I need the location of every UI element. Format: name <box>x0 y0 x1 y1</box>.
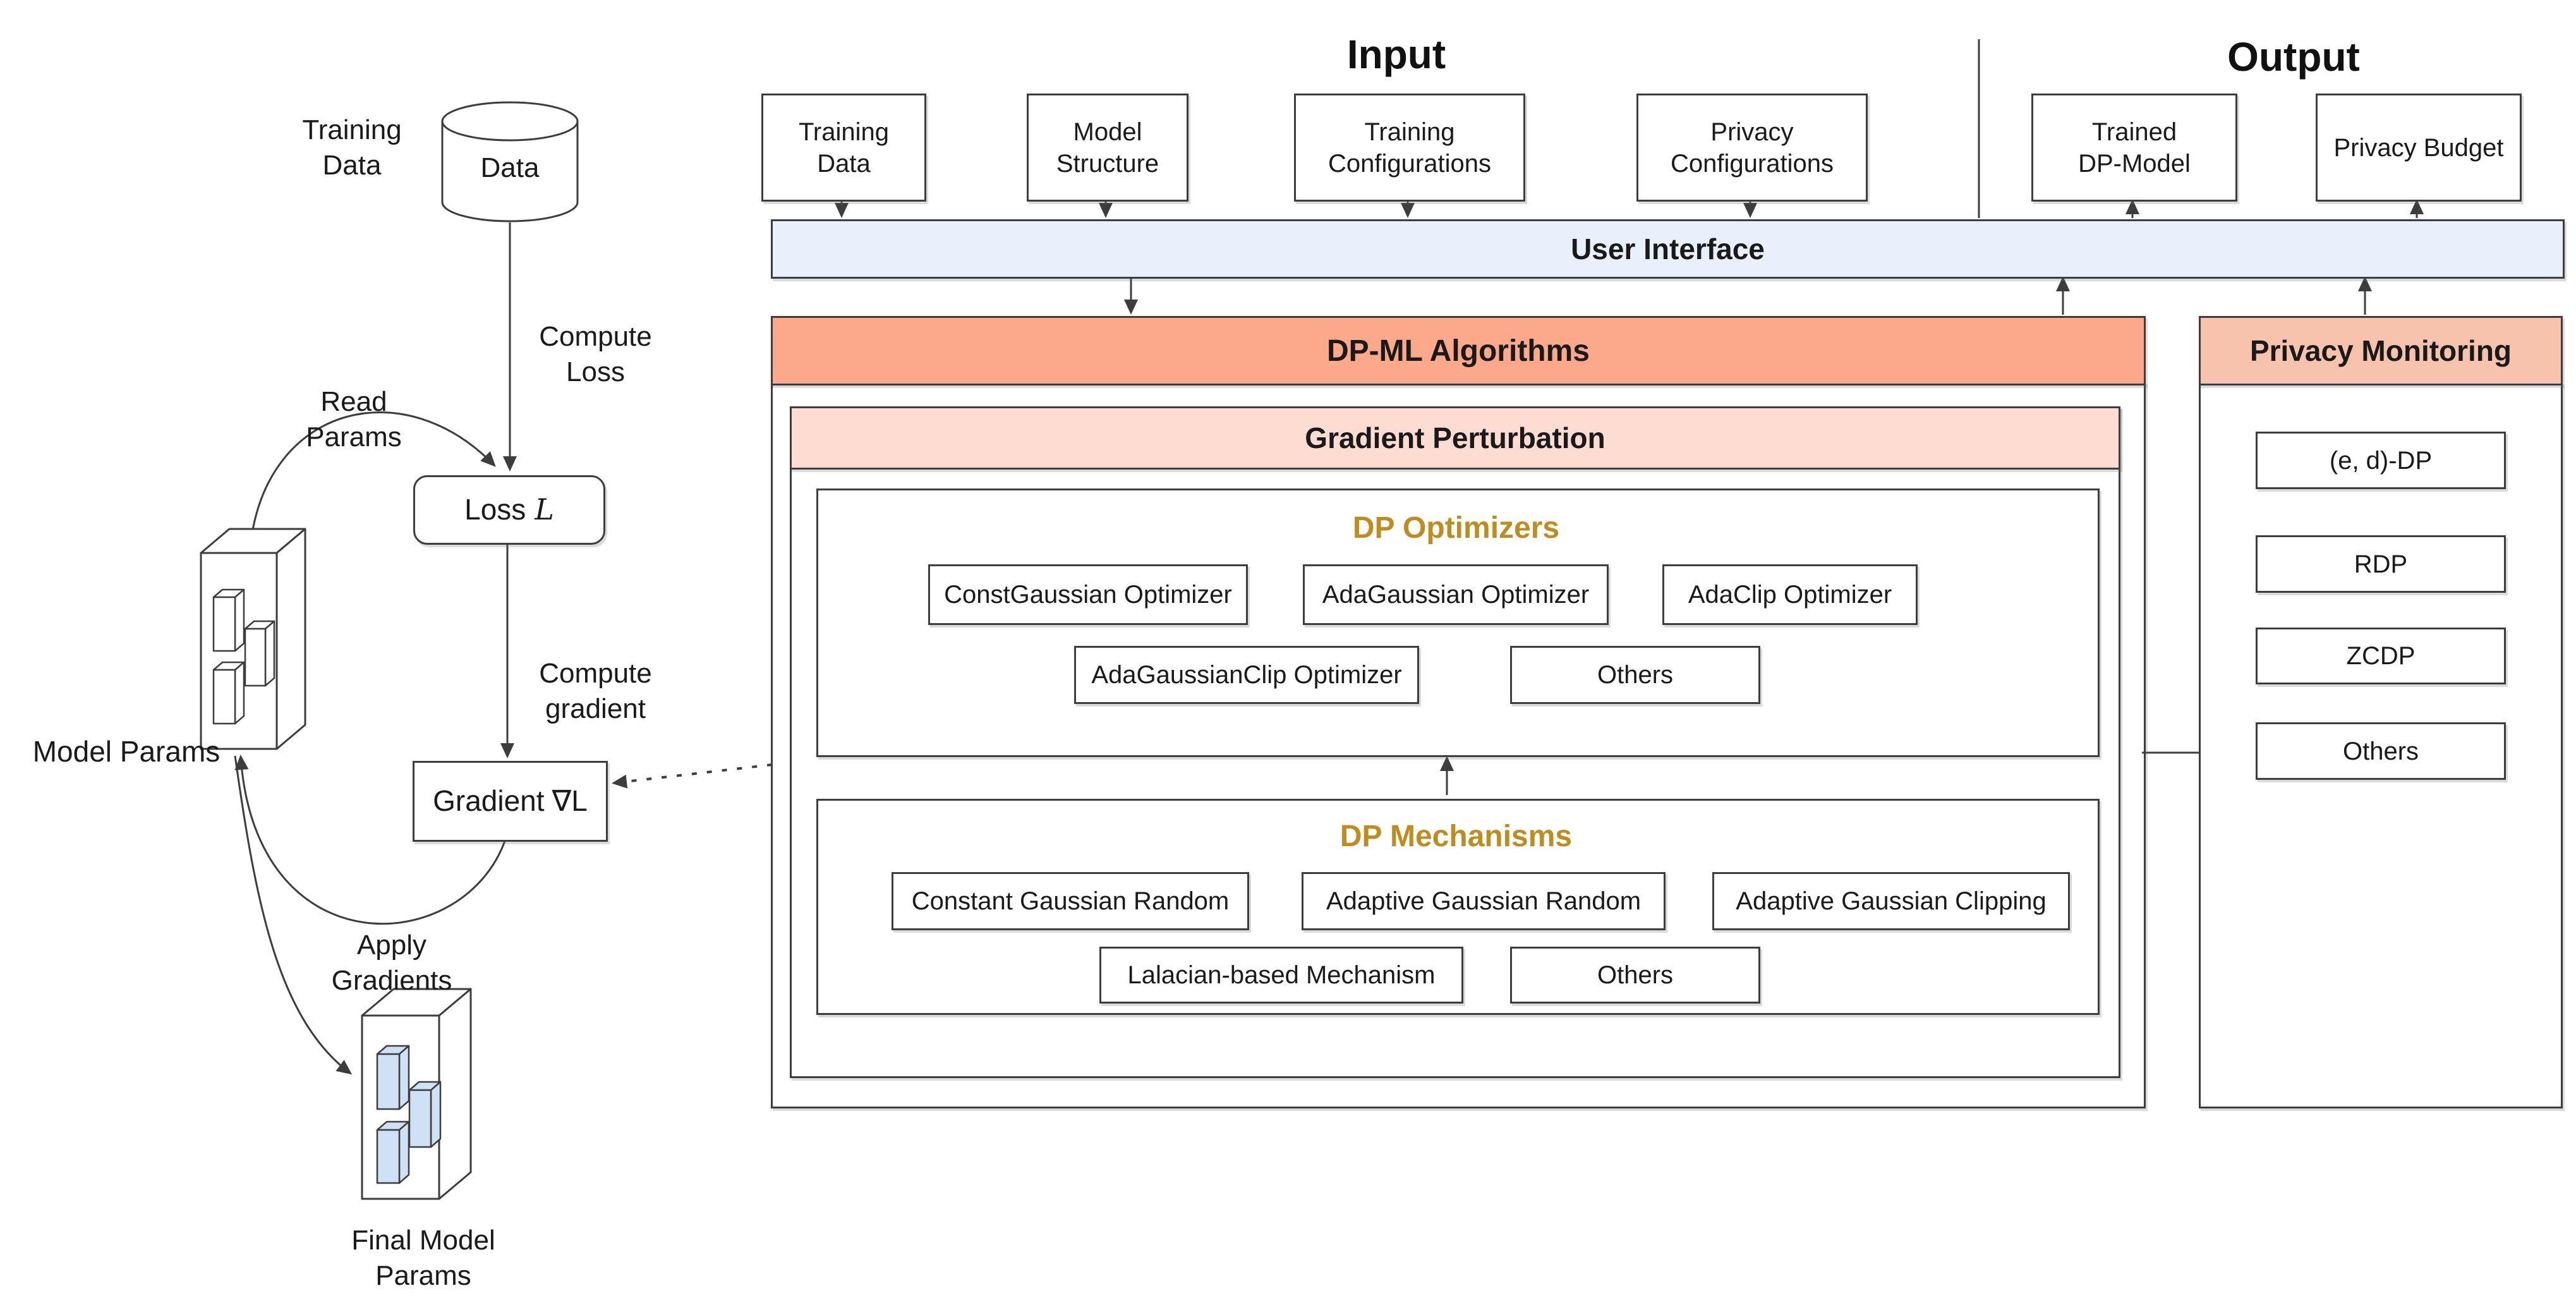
optimizer-adaclip: AdaClip Optimizer <box>1662 564 1918 625</box>
arrow-apply-gradients <box>234 755 507 925</box>
data-cylinder-icon <box>441 101 579 222</box>
dp-mechanisms-title: DP Mechanisms <box>1339 820 1573 853</box>
input-box-training-configurations: Training Configurations <box>1294 94 1525 202</box>
read-params-label: Read Params <box>306 386 402 452</box>
privacy-item-zcdp: ZCDP <box>2256 628 2506 684</box>
input-heading: Input <box>1346 32 1446 77</box>
privacy-item-ed-dp: (e, d)-DP <box>2256 432 2506 489</box>
input-box-model-structure: Model Structure <box>1027 94 1188 202</box>
final-model-params-icon <box>361 988 472 1200</box>
gradient-perturbation-title: Gradient Perturbation <box>1305 422 1605 454</box>
loss-symbol: L <box>535 492 554 527</box>
gradient-symbol: ∇L <box>552 784 588 818</box>
input-box-privacy-configurations: Privacy Configurations <box>1636 94 1868 202</box>
output-box-privacy-budget: Privacy Budget <box>2316 94 2522 202</box>
mechanism-lalacian: Lalacian-based Mechanism <box>1099 947 1463 1004</box>
gradient-label: Gradient <box>433 784 545 818</box>
dp-optimizers-group <box>816 489 2100 757</box>
gradient-node: Gradient ∇L <box>413 761 608 842</box>
privacy-monitoring-header: Privacy Monitoring <box>2199 316 2563 385</box>
apply-gradients-label: Apply Gradients <box>331 930 452 996</box>
user-interface-bar: User Interface <box>771 219 2565 279</box>
privacy-item-rdp: RDP <box>2256 535 2506 593</box>
mechanism-adaptive-gaussian: Adaptive Gaussian Random <box>1302 872 1666 930</box>
dp-optimizers-title: DP Optimizers <box>1352 511 1560 545</box>
mechanism-constant-gaussian: Constant Gaussian Random <box>892 872 1249 930</box>
training-data-label: Training Data <box>302 114 402 181</box>
optimizer-others: Others <box>1510 646 1760 704</box>
arrow-perturbation-to-gradient <box>612 763 773 789</box>
gradient-perturbation-header: Gradient Perturbation <box>790 406 2120 470</box>
mechanism-adaptive-clipping: Adaptive Gaussian Clipping <box>1712 872 2070 930</box>
data-store-label: Data <box>480 152 540 183</box>
arrow-to-final-params <box>234 755 353 1075</box>
loss-node: Loss L <box>413 475 605 545</box>
compute-gradient-label: Compute gradient <box>539 658 652 724</box>
model-params-icon <box>200 528 306 750</box>
dp-mechanisms-group <box>816 799 2100 1015</box>
privacy-item-others: Others <box>2256 722 2506 780</box>
privacy-monitoring-title: Privacy Monitoring <box>2249 334 2512 367</box>
optimizer-constgaussian: ConstGaussian Optimizer <box>928 564 1248 625</box>
dpml-algorithms-header: DP-ML Algorithms <box>771 316 2146 385</box>
compute-loss-label: Compute Loss <box>539 321 652 387</box>
optimizer-adagaussian: AdaGaussian Optimizer <box>1303 564 1609 625</box>
user-interface-label: User Interface <box>1571 233 1765 265</box>
mechanism-others: Others <box>1510 947 1760 1004</box>
arrow-read-params <box>250 411 496 538</box>
optimizer-adagaussianclip: AdaGaussianClip Optimizer <box>1074 646 1419 704</box>
final-model-params-label: Final Model Params <box>351 1225 495 1291</box>
loss-label: Loss <box>464 493 526 526</box>
output-heading: Output <box>2227 34 2360 80</box>
input-box-training-data: Training Data <box>761 94 926 202</box>
output-box-trained-dp-model: Trained DP-Model <box>2031 94 2237 202</box>
dpml-algorithms-title: DP-ML Algorithms <box>1327 334 1590 368</box>
model-params-label: Model Params <box>32 735 221 768</box>
